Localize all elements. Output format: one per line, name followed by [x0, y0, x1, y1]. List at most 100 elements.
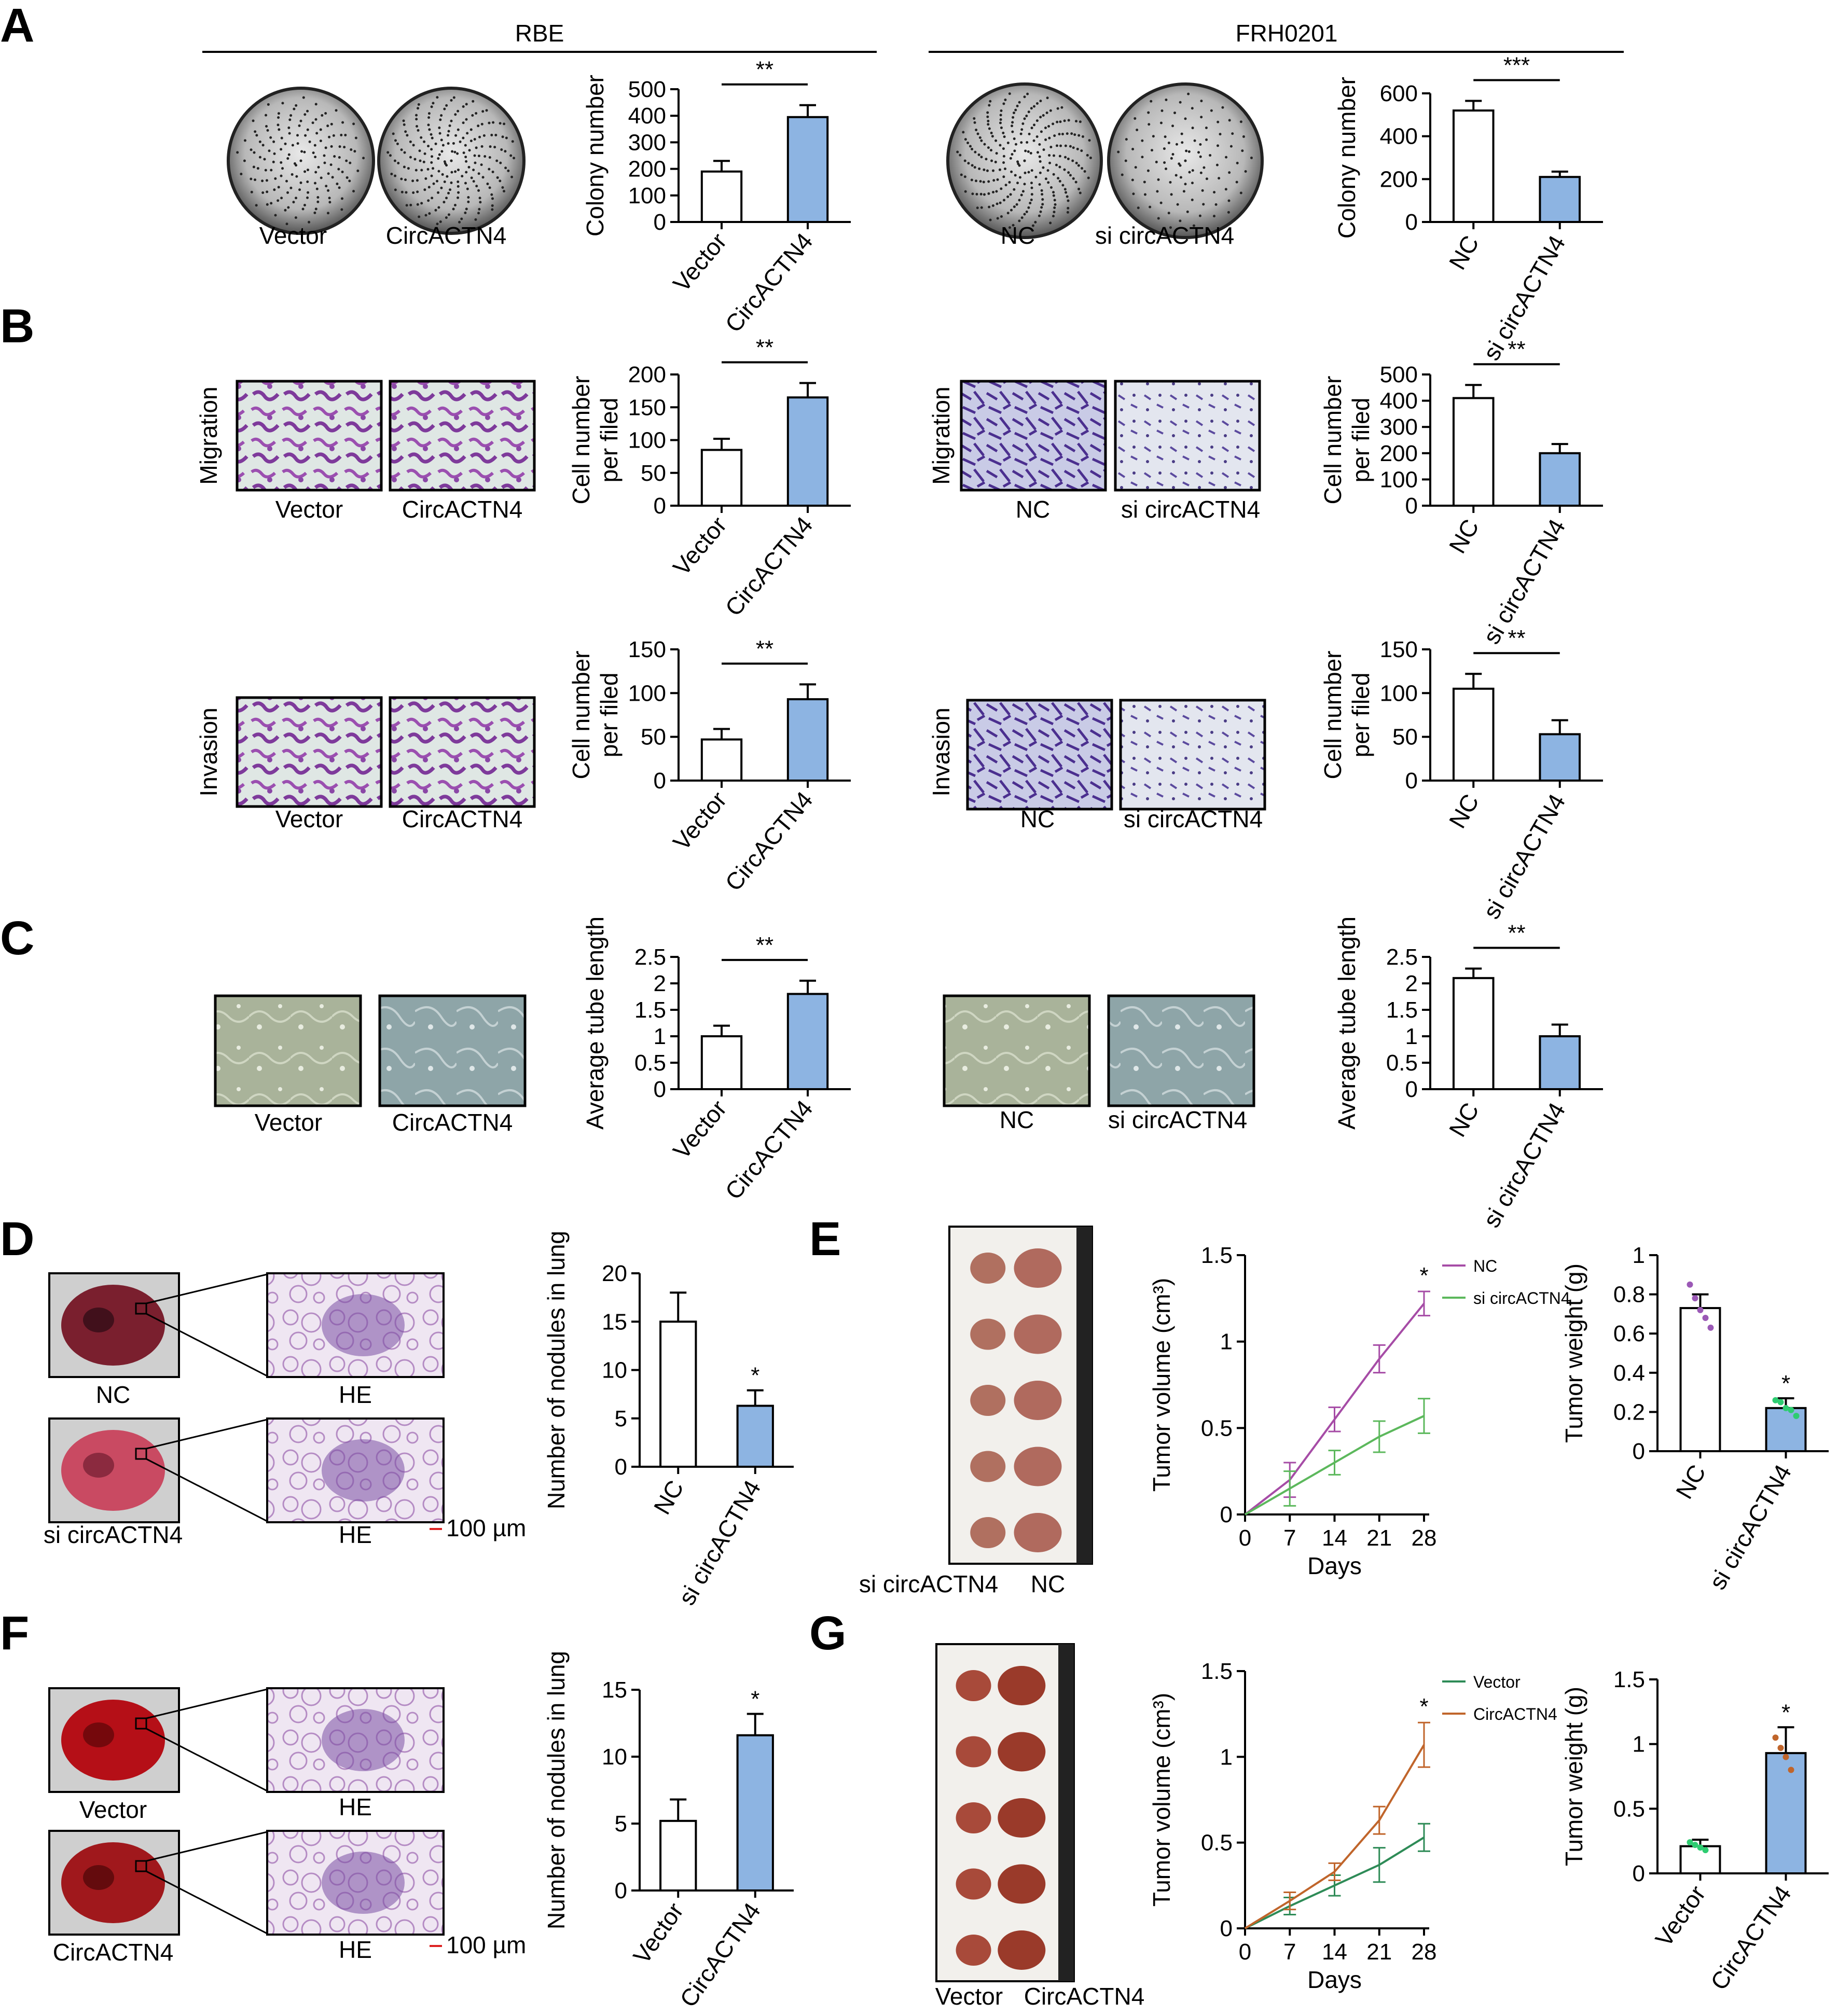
x-tick-label: NC [1670, 1460, 1711, 1504]
colony-dot [1187, 92, 1190, 95]
colony-dot [959, 154, 962, 157]
colony-dot [999, 118, 1002, 121]
colony-dot [1191, 107, 1194, 110]
photo-tube-frh-si [1107, 994, 1255, 1107]
colony-dot [289, 114, 293, 117]
label-circactn4: CircACTN4 [392, 1109, 513, 1136]
x-tick-label: 14 [1322, 1939, 1347, 1965]
x-tick-label: CircACTN4 [720, 1095, 818, 1205]
colony-dot [457, 196, 460, 199]
colony-dot [417, 129, 420, 132]
colony-dot [256, 167, 259, 170]
label-si: si circACTN4 [1124, 805, 1263, 832]
colony-dot [335, 109, 338, 112]
colony-dot [469, 140, 473, 143]
colony-dot [404, 178, 407, 182]
y-axis-label: Cell number [568, 651, 595, 780]
colony-dot [288, 118, 292, 121]
colony-dot [1077, 134, 1081, 137]
colony-dot [315, 187, 319, 190]
colony-dot [1014, 174, 1017, 177]
colony-dot [1088, 139, 1091, 142]
colony-dot [1021, 190, 1025, 193]
y-tick-label: 100 [1380, 467, 1418, 492]
colony-dot [457, 109, 460, 113]
colony-dot [328, 135, 331, 138]
colony-dot [289, 186, 293, 189]
significance-mark: * [1419, 1263, 1428, 1288]
colony-dot [452, 142, 455, 145]
colony-dot [1000, 126, 1003, 129]
lung-d-si [48, 1417, 445, 1523]
colony-dot [409, 140, 412, 143]
colony-dot [1028, 132, 1031, 135]
bar [1539, 452, 1581, 507]
colony-dot [432, 182, 435, 185]
colony-dot [392, 132, 395, 135]
colony-dot [1219, 133, 1222, 136]
y-axis-label: per filed [1347, 673, 1374, 758]
colony-dot [1225, 156, 1228, 159]
colony-dot [402, 119, 405, 122]
colony-dot [280, 174, 283, 177]
colony-dot [973, 166, 976, 169]
colony-dot [987, 146, 990, 149]
he-nodule [322, 1294, 405, 1356]
tumor [970, 1318, 1006, 1350]
label-invasion-frh: Invasion [928, 707, 955, 796]
colony-dot [1228, 171, 1231, 174]
x-tick-label: 7 [1283, 1525, 1296, 1551]
bar [1679, 1307, 1721, 1453]
colony-dot [1032, 105, 1035, 108]
colony-dot [1070, 132, 1073, 135]
significance-mark: ** [1508, 920, 1525, 946]
colony-dot [460, 217, 463, 220]
colony-dot [1058, 165, 1061, 169]
tumor [970, 1451, 1006, 1482]
colony-dot [987, 123, 990, 126]
colony-dot [427, 116, 431, 119]
colony-dot [495, 159, 499, 162]
colony-dot [337, 168, 340, 171]
y-tick-label: 1.5 [1201, 1659, 1233, 1684]
colony-dot [1059, 120, 1062, 123]
colony-dot [491, 204, 494, 207]
colony-dot [995, 152, 998, 155]
panel-letter-F: F [0, 1607, 29, 1660]
colony-dot [1224, 188, 1227, 191]
colony-dot [1077, 187, 1081, 190]
he-nodule [322, 1439, 405, 1501]
colony-dot [327, 189, 330, 192]
colony-dot [338, 186, 341, 189]
colony-dot [272, 140, 275, 143]
colony-dot [1170, 157, 1173, 160]
photo-mig-frh-nc [960, 380, 1107, 492]
data-point [1687, 1839, 1693, 1846]
zoom-box [135, 1717, 147, 1730]
colony-dot [440, 186, 443, 189]
colony-dot [1044, 177, 1047, 180]
colony-dot [285, 223, 288, 226]
label-circactn4: CircACTN4 [386, 222, 507, 249]
colony-dot [480, 145, 483, 148]
colony-dot [1191, 182, 1194, 185]
colony-dot [400, 190, 404, 193]
colony-dot [1079, 191, 1082, 194]
x-tick-label: NC [1444, 515, 1484, 558]
colony-dot [437, 170, 440, 173]
colony-dot [465, 207, 468, 211]
significance-mark: * [751, 1363, 759, 1388]
colony-dot [419, 159, 422, 162]
colony-dot [432, 102, 435, 105]
colony-dot [424, 177, 427, 180]
x-tick-label: Vector [668, 1095, 732, 1164]
header-rbe: RBE [515, 20, 564, 47]
colony-dot [280, 197, 283, 200]
colony-dot [252, 119, 255, 122]
y-axis-label: Colony number [582, 75, 609, 237]
colony-dot [416, 179, 419, 182]
x-tick-label: NC [1444, 789, 1484, 833]
colony-dot [1064, 144, 1067, 147]
tumor [998, 1798, 1046, 1838]
colony-dot [439, 220, 442, 224]
